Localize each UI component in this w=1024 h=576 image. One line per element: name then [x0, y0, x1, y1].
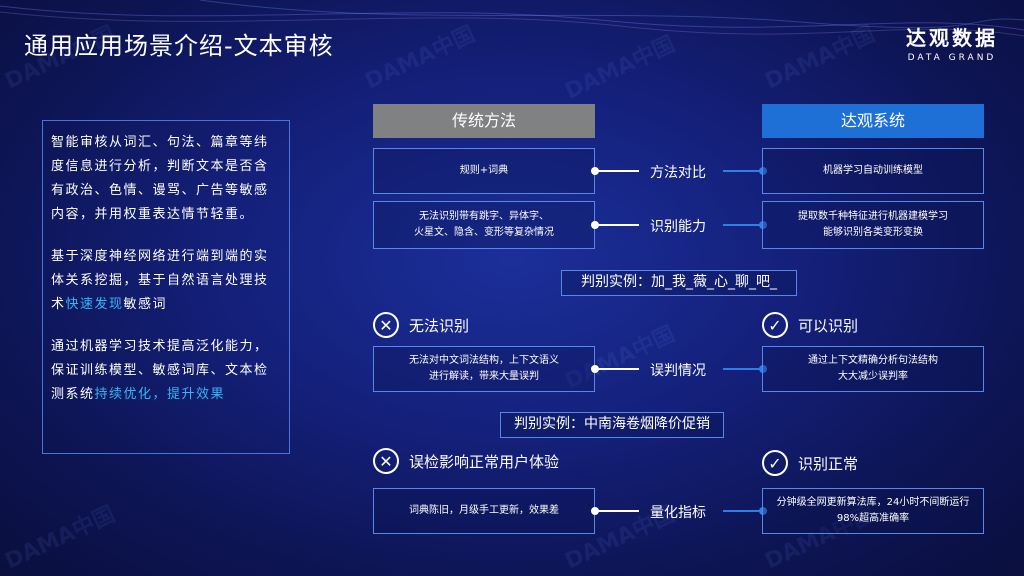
- row1-left-box: 规则+词典: [373, 148, 595, 194]
- desc-paragraph-2: 基于深度神经网络进行端到端的实体关系挖掘，基于自然语言处理技术快速发现敏感词: [51, 245, 281, 317]
- watermark: DAMA中国: [1, 501, 120, 575]
- connector-dot: [759, 365, 767, 373]
- row3-right-box: 通过上下文精确分析句法结构 大大减少误判率: [762, 346, 984, 392]
- logo-cn: 达观数据: [906, 26, 998, 50]
- header-traditional: 传统方法: [373, 104, 595, 138]
- connector-line: [595, 510, 639, 512]
- connector-line: [723, 510, 763, 512]
- connector-dot: [591, 221, 599, 229]
- page-title: 通用应用场景介绍-文本审核: [24, 32, 334, 60]
- connector-dot: [759, 507, 767, 515]
- row3-left-box: 无法对中文词法结构，上下文语义 进行解读，带来大量误判: [373, 346, 595, 392]
- connector-dot: [591, 507, 599, 515]
- row1-label: 方法对比: [650, 165, 706, 181]
- status-right-1: ✓ 可以识别: [762, 312, 858, 338]
- header-datagrand: 达观系统: [762, 104, 984, 138]
- status-left-1-text: 无法识别: [409, 316, 470, 335]
- status-right-2: ✓ 识别正常: [762, 450, 858, 476]
- row2-label: 识别能力: [650, 219, 706, 235]
- status-left-2: ✕ 误检影响正常用户体验: [373, 448, 559, 474]
- connector-line: [595, 170, 639, 172]
- row1-right-box: 机器学习自动训练模型: [762, 148, 984, 194]
- row4-label: 量化指标: [650, 505, 706, 521]
- example-1: 判别实例：加_我_薇_心_聊_吧_: [561, 270, 797, 296]
- logo-en: DATA GRAND: [907, 53, 997, 63]
- desc-paragraph-3: 通过机器学习技术提高泛化能力，保证训练模型、敏感词库、文本检测系统持续优化，提升…: [51, 335, 281, 407]
- desc-p3-prefix: 通过机器学习技术提高泛化能力，保证训练模型、敏感词库、文本检测系统: [51, 339, 269, 402]
- status-right-1-text: 可以识别: [798, 316, 859, 335]
- desc-paragraph-1: 智能审核从词汇、句法、篇章等纬度信息进行分析，判断文本是否含有政治、色情、谩骂、…: [51, 135, 269, 222]
- check-icon: ✓: [762, 450, 788, 476]
- wave-decoration: [0, 0, 1024, 37]
- connector-line: [595, 368, 639, 370]
- connector-line: [723, 368, 763, 370]
- check-icon: ✓: [762, 312, 788, 338]
- desc-p2-suffix: 敏感词: [123, 297, 168, 312]
- example-2: 判别实例：中南海卷烟降价促销: [500, 412, 724, 438]
- desc-p3-highlight: 持续优化，提升效果: [94, 387, 226, 402]
- desc-p2-prefix: 基于深度神经网络进行端到端的实体关系挖掘，基于自然语言处理技术: [51, 249, 269, 312]
- logo: 达观数据 DATA GRAND: [906, 22, 998, 63]
- cross-icon: ✕: [373, 448, 399, 474]
- connector-dot: [759, 167, 767, 175]
- description-panel: 智能审核从词汇、句法、篇章等纬度信息进行分析，判断文本是否含有政治、色情、谩骂、…: [42, 120, 290, 454]
- connector-dot: [759, 221, 767, 229]
- cross-icon: ✕: [373, 312, 399, 338]
- desc-p2-highlight: 快速发现: [65, 297, 124, 312]
- connector-line: [723, 170, 763, 172]
- connector-line: [595, 224, 639, 226]
- status-right-2-text: 识别正常: [798, 454, 859, 473]
- status-left-2-text: 误检影响正常用户体验: [409, 452, 560, 471]
- row4-left-box: 词典陈旧，月级手工更新，效果差: [373, 488, 595, 534]
- status-left-1: ✕ 无法识别: [373, 312, 469, 338]
- connector-dot: [591, 167, 599, 175]
- row2-right-box: 提取数千种特征进行机器建模学习 能够识别各类变形变换: [762, 201, 984, 249]
- row2-left-box: 无法识别带有跳字、异体字、 火星文、隐含、变形等复杂情况: [373, 201, 595, 249]
- row4-right-box: 分钟级全网更新算法库，24小时不间断运行 98%超高准确率: [762, 488, 984, 534]
- connector-dot: [591, 365, 599, 373]
- row3-label: 误判情况: [650, 363, 706, 379]
- connector-line: [723, 224, 763, 226]
